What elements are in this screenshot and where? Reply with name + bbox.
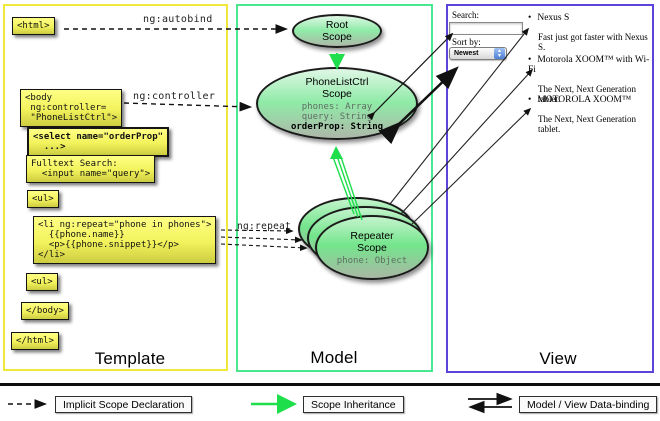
repeater-scope-ellipse-front: Repeater Scope phone: Object xyxy=(315,215,429,280)
search-label: Search: xyxy=(452,10,479,20)
root-scope-title: Root Scope xyxy=(322,19,352,43)
code-box-fulltext-search: Fulltext Search: <input name="query"> xyxy=(26,155,156,183)
phone-title: Motorola XOOM™ with Wi-Fi xyxy=(528,55,650,75)
view-column-label: View xyxy=(539,349,577,368)
repeater-scope-title: Repeater Scope xyxy=(350,229,394,254)
list-item: • MOTOROLA XOOM™ The Next, Next Generatio… xyxy=(528,95,652,134)
repeater-scope-prop: phone: Object xyxy=(336,255,408,266)
ng-repeat-label: ng:repeat xyxy=(237,221,292,232)
legend-data-binding: Model / View Data-binding xyxy=(519,396,658,413)
phone-desc: The Next, Next Generation tablet. xyxy=(538,114,636,134)
legend-implicit-scope: Implicit Scope Declaration xyxy=(55,396,193,413)
search-input[interactable] xyxy=(449,22,523,35)
phone-desc: The Next, Next Generation tablet. xyxy=(538,84,636,104)
code-box-body-open: <body ng:controller= "PhoneListCtrl"> xyxy=(20,89,123,127)
sort-select-value: Newest xyxy=(454,50,479,57)
phone-desc: Fast just got faster with Nexus S. xyxy=(538,32,648,52)
root-scope-ellipse: Root Scope xyxy=(292,14,382,48)
legend-scope-inheritance: Scope Inheritance xyxy=(303,396,404,413)
code-box-ul-open: <ul> xyxy=(27,190,59,208)
template-column-label: Template xyxy=(94,349,166,368)
code-box-li-repeat: <li ng:repeat="phone in phones"> {{phone… xyxy=(33,216,217,264)
bullet-icon: • xyxy=(528,95,532,105)
code-box-body-close: </body> xyxy=(21,302,69,320)
model-column-label: Model xyxy=(310,348,358,367)
bullet-icon: • xyxy=(528,55,532,65)
phone-title: MOTOROLA XOOM™ xyxy=(537,95,632,105)
sort-select[interactable]: Newest ▲▼ xyxy=(449,47,507,60)
phone-title: Nexus S xyxy=(537,13,570,23)
code-box-html-open: <html> xyxy=(12,17,55,35)
ng-controller-label: ng:controller xyxy=(133,91,216,102)
phonelistctrl-scope-props: phones: Array query: String xyxy=(301,101,373,122)
select-stepper-icon: ▲▼ xyxy=(494,48,505,59)
code-box-select: <select name="orderProp" ...> xyxy=(27,127,170,157)
sort-by-label: Sort by: xyxy=(452,37,481,47)
code-box-html-close: </html> xyxy=(11,332,59,350)
bullet-icon: • xyxy=(528,13,532,23)
phonelistctrl-scope-ellipse: PhoneListCtrl Scope phones: Array query:… xyxy=(256,67,418,140)
code-box-ul-close: <ul> xyxy=(26,273,58,291)
ng-autobind-label: ng:autobind xyxy=(143,14,213,25)
phonelistctrl-scope-title: PhoneListCtrl Scope xyxy=(305,75,369,100)
legend-divider xyxy=(0,383,660,386)
model-column-frame xyxy=(236,4,433,372)
list-item: • Nexus S Fast just got faster with Nexus… xyxy=(528,13,652,52)
phonelistctrl-scope-orderprop: orderProp: String xyxy=(290,121,384,132)
